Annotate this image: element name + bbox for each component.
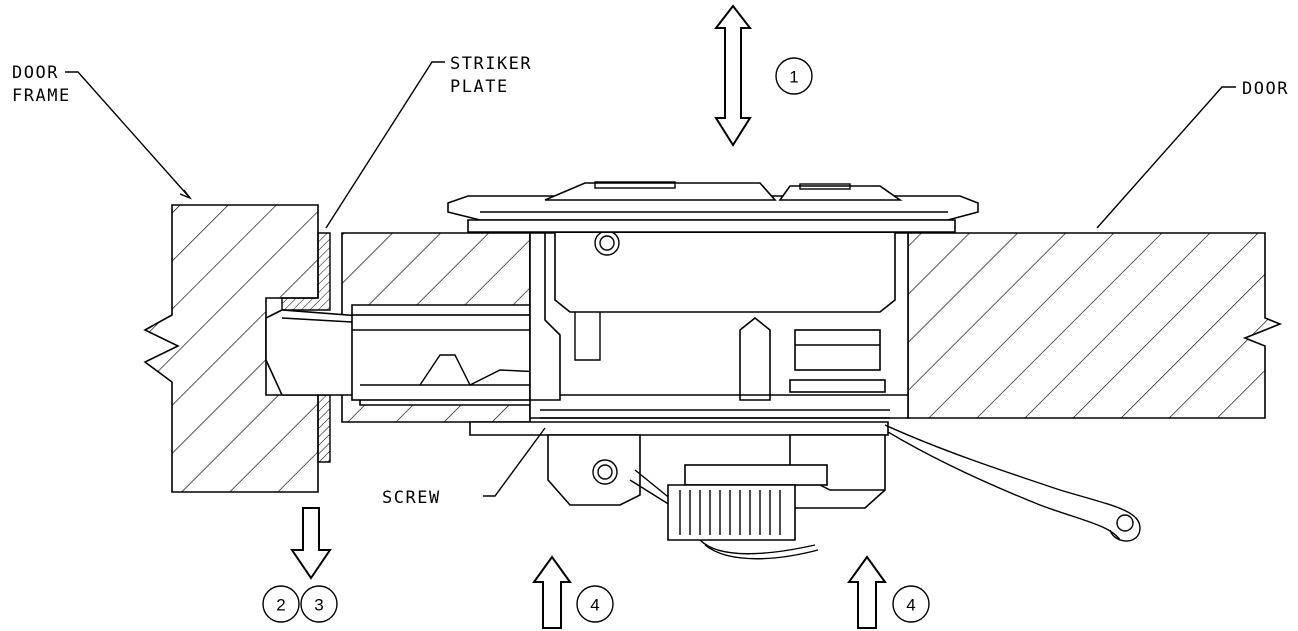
label-screw: SCREW xyxy=(382,488,441,508)
leader-lines xyxy=(65,61,1236,497)
label-striker-plate-line1: STRIKER xyxy=(450,54,532,74)
svg-text:1: 1 xyxy=(789,68,798,87)
callout-4-right: 4 xyxy=(892,585,930,623)
double-arrow-1 xyxy=(713,4,753,147)
up-arrow-4-right xyxy=(847,555,887,629)
callout-3: 3 xyxy=(300,585,338,623)
down-arrow-2-3 xyxy=(290,507,332,580)
lock-body xyxy=(351,181,1141,560)
latch-bolt xyxy=(265,309,361,396)
callout-1: 1 xyxy=(775,57,813,95)
label-door-frame-line1: DOOR xyxy=(12,63,59,83)
callout-4-left: 4 xyxy=(576,585,614,623)
door-right-section xyxy=(907,232,1283,419)
label-door: DOOR xyxy=(1242,79,1289,99)
up-arrow-4-left xyxy=(532,555,572,629)
label-door-frame-line2: FRAME xyxy=(12,86,71,106)
svg-text:3: 3 xyxy=(314,596,323,615)
svg-text:4: 4 xyxy=(906,596,915,615)
callout-2: 2 xyxy=(262,585,300,623)
label-striker-plate-line2: PLATE xyxy=(450,77,509,97)
svg-text:2: 2 xyxy=(276,596,285,615)
svg-text:4: 4 xyxy=(590,596,599,615)
